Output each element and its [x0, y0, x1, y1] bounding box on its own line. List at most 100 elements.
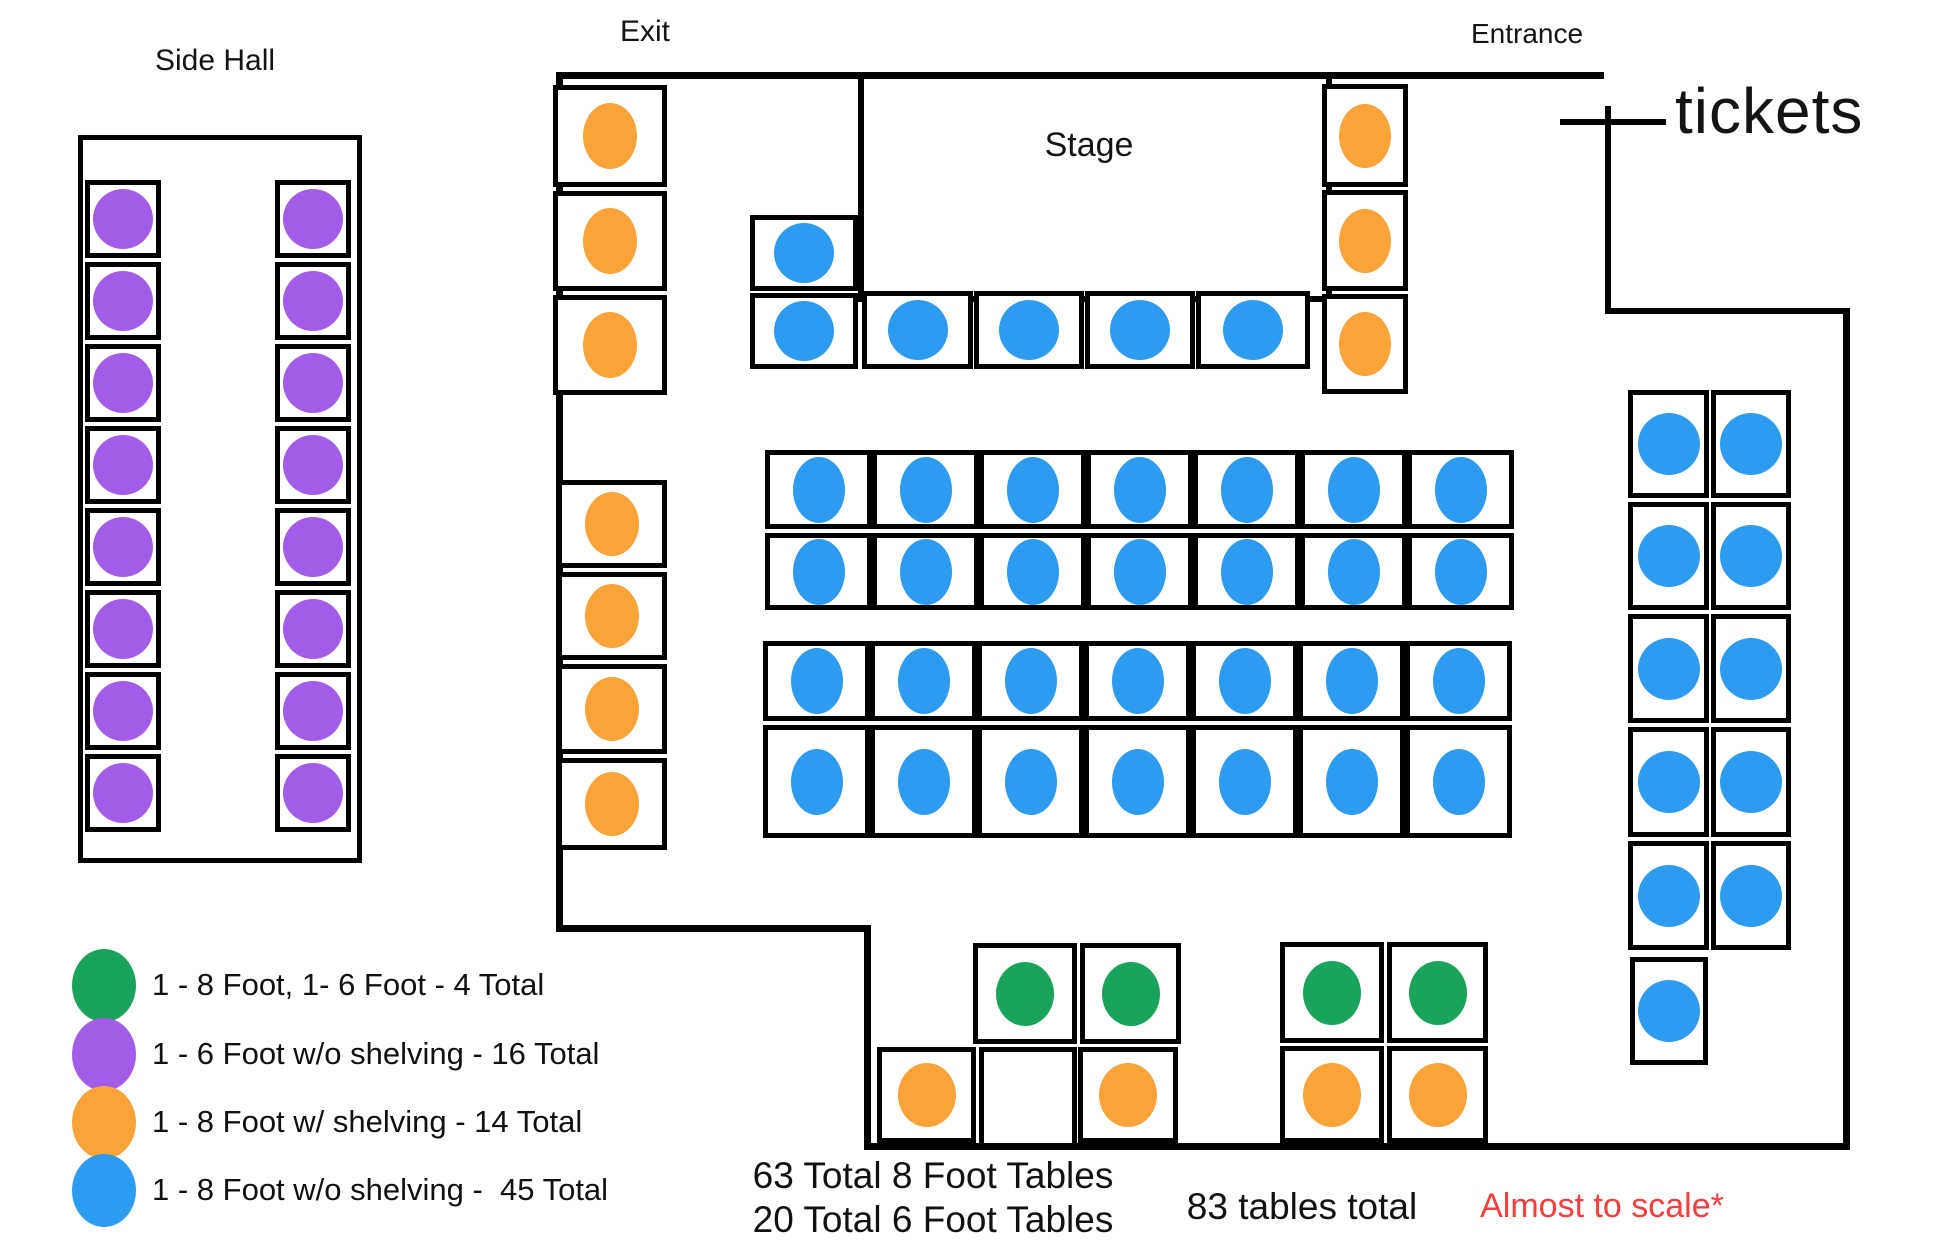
- table-box-side-hall-right-column: [275, 262, 351, 340]
- legend-item-green: 1 - 8 Foot, 1- 6 Foot - 4 Total: [72, 947, 544, 1023]
- table-box-center-bank-1: [1407, 533, 1514, 610]
- table-box-right-column-a: [1628, 727, 1709, 837]
- table-box-center-bank-2: [977, 725, 1084, 838]
- table-box-bottom-right-group: [1280, 1046, 1384, 1143]
- blue-table-dot: [1325, 648, 1378, 714]
- table-box-side-hall-left-column: [85, 672, 161, 750]
- table-box-bottom-right-group: [1280, 942, 1384, 1043]
- table-box-center-bank-1: [765, 533, 872, 610]
- table-box-stage-front-tables: [1196, 291, 1310, 369]
- stage-label: Stage: [1044, 126, 1134, 164]
- green-table-dot: [1303, 960, 1361, 1025]
- purple-table-dot: [93, 599, 153, 659]
- blue-table-dot: [1006, 538, 1059, 605]
- table-box-center-bank-1: [1086, 533, 1193, 610]
- blue-table-dot: [1325, 748, 1378, 815]
- wall-segment: [1843, 308, 1850, 1150]
- side-hall-outline: [78, 135, 362, 863]
- table-box-entrance-column: [1322, 294, 1408, 394]
- blue-table-dot: [1637, 525, 1700, 587]
- blue-table-dot: [1434, 538, 1487, 605]
- blue-table-dot: [1113, 456, 1166, 523]
- green-table-legend-dot: [72, 948, 136, 1022]
- table-box-side-hall-right-column: [275, 426, 351, 504]
- table-box-bottom-left-group: [877, 1047, 976, 1143]
- purple-table-dot: [93, 681, 153, 741]
- table-box-side-hall-left-column: [85, 262, 161, 340]
- blue-table-dot: [1637, 413, 1700, 475]
- table-box-center-bank-1: [1193, 533, 1300, 610]
- blue-table-dot: [1111, 648, 1164, 714]
- blue-table-dot: [1327, 456, 1380, 523]
- table-box-center-bank-1: [872, 533, 979, 610]
- table-box-right-column-b: [1711, 390, 1791, 498]
- blue-table-dot: [1638, 980, 1700, 1042]
- table-box-bottom-left-group: [973, 943, 1077, 1044]
- legend-item-label: 1 - 8 Foot w/o shelving - 45 Total: [152, 1172, 609, 1207]
- table-box-center-bank-1: [872, 450, 979, 529]
- blue-table-dot: [792, 538, 845, 605]
- orange-table-legend-dot: [72, 1085, 136, 1159]
- total-tables-text: 83 tables total: [1186, 1186, 1418, 1227]
- blue-table-dot: [1218, 748, 1271, 815]
- tickets-label: tickets: [1675, 75, 1864, 147]
- table-box-bottom-right-group: [1387, 1046, 1488, 1143]
- orange-table-dot: [1303, 1062, 1361, 1127]
- purple-table-dot: [93, 353, 153, 413]
- exit-label: Exit: [619, 15, 671, 48]
- table-box-stage-front-tables: [750, 215, 858, 291]
- table-box-center-bank-1: [979, 533, 1086, 610]
- blue-table-dot: [1223, 300, 1283, 360]
- legend-item-label: 1 - 8 Foot w/ shelving - 14 Total: [152, 1104, 583, 1139]
- table-box-right-column-a: [1628, 502, 1709, 610]
- table-box-side-hall-right-column: [275, 508, 351, 586]
- orange-table-dot: [1339, 208, 1391, 273]
- blue-table-dot: [1720, 637, 1782, 700]
- table-box-center-bank-2: [1405, 725, 1512, 838]
- blue-table-dot: [792, 456, 845, 523]
- purple-table-dot: [283, 681, 343, 741]
- blue-table-dot: [1220, 456, 1273, 523]
- table-box-center-bank-2: [1298, 725, 1405, 838]
- blue-table-dot: [1637, 751, 1700, 813]
- wall-segment: [1560, 119, 1666, 125]
- blue-table-dot: [1111, 748, 1164, 815]
- table-box-exit-top-column: [553, 85, 667, 187]
- table-box-center-bank-1: [1300, 450, 1407, 529]
- blue-table-dot: [1006, 456, 1059, 523]
- orange-table-dot: [583, 208, 637, 274]
- blue-table-dot: [1432, 748, 1485, 815]
- blue-table-dot: [1113, 538, 1166, 605]
- blue-table-dot: [1720, 751, 1782, 813]
- orange-table-dot: [585, 584, 639, 648]
- table-box-bottom-left-group: [1078, 1047, 1178, 1143]
- legend-item-label: 1 - 8 Foot, 1- 6 Foot - 4 Total: [152, 967, 545, 1002]
- purple-table-dot: [93, 189, 153, 249]
- blue-table-dot: [1220, 538, 1273, 605]
- table-box-exit-bottom-column: [557, 664, 667, 754]
- orange-table-dot: [1339, 103, 1391, 168]
- blue-table-dot: [1637, 637, 1700, 700]
- table-box-right-column-b: [1711, 727, 1791, 837]
- blue-table-dot: [999, 300, 1059, 360]
- table-box-center-bank-2: [1084, 641, 1191, 721]
- blue-table-dot: [1004, 648, 1057, 714]
- table-box-right-column-a: [1628, 614, 1709, 723]
- purple-table-legend-dot: [72, 1017, 136, 1091]
- blue-table-dot: [899, 456, 952, 523]
- table-box-center-bank-1: [1086, 450, 1193, 529]
- orange-table-dot: [1099, 1063, 1157, 1127]
- green-table-dot: [1408, 960, 1467, 1025]
- side-hall-label: Side Hall: [154, 44, 276, 77]
- table-box-bottom-right-group: [1387, 942, 1488, 1043]
- purple-table-dot: [93, 517, 153, 577]
- table-box-exit-top-column: [553, 191, 667, 291]
- table-box-center-bank-2: [870, 725, 977, 838]
- orange-table-dot: [583, 103, 637, 169]
- table-box-center-bank-2: [763, 641, 870, 721]
- table-box-entrance-column: [1322, 84, 1408, 187]
- green-table-dot: [996, 961, 1054, 1026]
- table-box-right-column-a: [1628, 841, 1709, 950]
- table-box-right-column-b: [1711, 614, 1791, 723]
- blue-table-dot: [899, 538, 952, 605]
